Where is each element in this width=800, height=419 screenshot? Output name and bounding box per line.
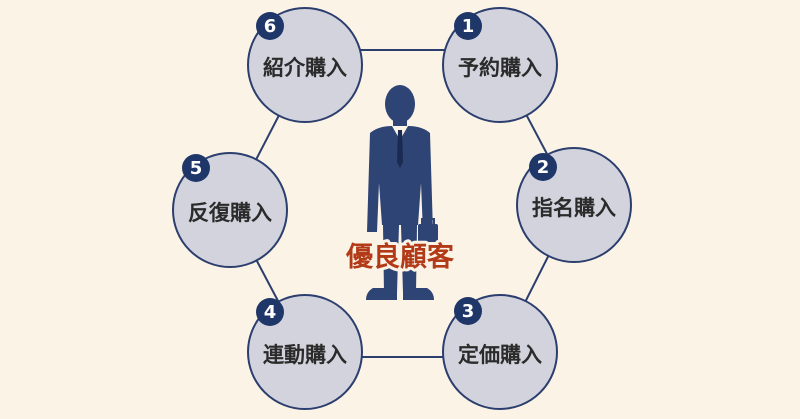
badge-number: 2 bbox=[537, 157, 550, 178]
node-3: 3 定価購入 bbox=[442, 294, 558, 410]
badge-4 bbox=[256, 298, 284, 326]
badge-number: 1 bbox=[462, 16, 475, 37]
businessman-figure bbox=[366, 85, 438, 300]
badge-number: 6 bbox=[264, 16, 277, 37]
badge-number: 5 bbox=[190, 158, 203, 179]
node-1: 1 予約購入 bbox=[442, 7, 558, 123]
node-4: 4 連動購入 bbox=[247, 294, 363, 410]
center-label: 優良顧客 bbox=[345, 241, 455, 273]
node-label: 指名購入 bbox=[532, 196, 616, 220]
node-circle bbox=[172, 152, 288, 268]
node-label: 連動購入 bbox=[263, 343, 347, 367]
node-6: 6 紹介購入 bbox=[247, 7, 363, 123]
badge-3 bbox=[454, 297, 482, 325]
badge-number: 3 bbox=[462, 301, 475, 322]
badge-number: 4 bbox=[264, 302, 277, 323]
node-label: 定価購入 bbox=[458, 343, 542, 367]
badge-1 bbox=[454, 12, 482, 40]
node-2: 2 指名購入 bbox=[516, 147, 632, 263]
badge-2 bbox=[529, 153, 557, 181]
badge-5 bbox=[182, 154, 210, 182]
node-label: 紹介購入 bbox=[263, 56, 347, 80]
node-5: 5 反復購入 bbox=[172, 152, 288, 268]
node-label: 予約購入 bbox=[458, 56, 542, 80]
badge-6 bbox=[256, 12, 284, 40]
node-label: 反復購入 bbox=[188, 201, 272, 225]
